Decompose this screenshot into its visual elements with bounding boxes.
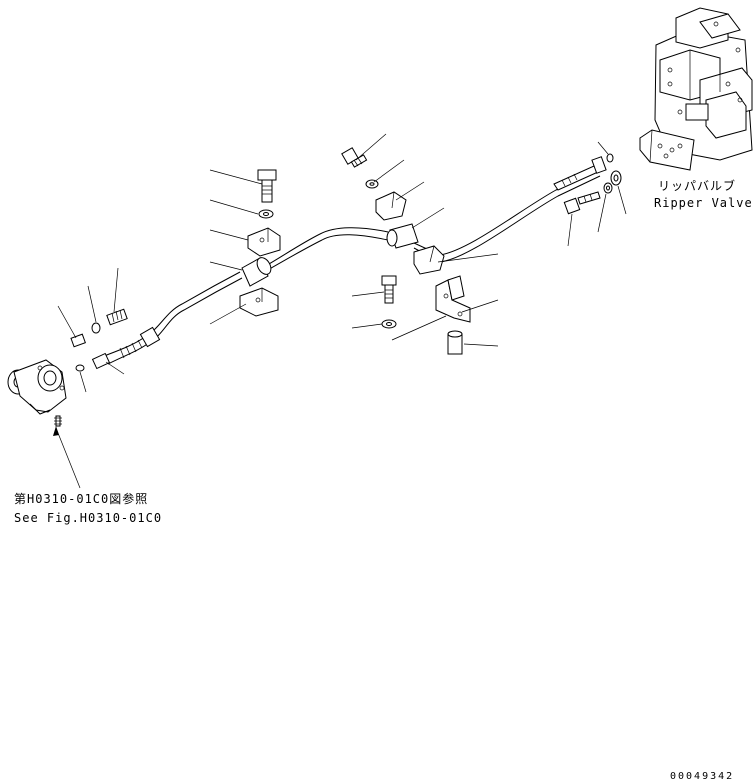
clamp-half-upper-1	[247, 227, 281, 257]
washer-valve	[603, 182, 613, 194]
washer-3	[381, 319, 397, 329]
small-clamp-bolt	[70, 308, 128, 348]
bolt-3	[381, 275, 397, 304]
tube-end-fitting	[75, 352, 111, 372]
flange-bolt-long	[553, 156, 607, 191]
bracket	[435, 275, 471, 323]
spacer-collar	[447, 330, 463, 355]
reference-label-en: See Fig.H0310-01C0	[14, 511, 162, 525]
elbow-flange	[7, 359, 67, 415]
clamp-bolt-2	[341, 147, 368, 168]
drawing-code: 00049342	[670, 771, 734, 782]
clamp-bolt-1	[257, 169, 277, 203]
ripper-valve-label-en: Ripper Valve	[654, 196, 753, 210]
clamp-half-lower-1	[239, 287, 279, 317]
hydraulic-tube	[103, 169, 601, 365]
grommet-2	[386, 223, 419, 249]
reference-label-jp: 第H0310-01C0図参照	[14, 491, 148, 506]
mounting-bolt-vertical	[54, 415, 62, 427]
clamp-half-lower-2	[413, 245, 445, 275]
split-flange	[610, 170, 622, 186]
bolt-valve-short	[563, 191, 601, 215]
washer-1	[258, 209, 274, 219]
grommet-1	[241, 257, 272, 287]
ripper-valve-assembly	[639, 7, 753, 171]
ripper-valve-label-jp: リッパバルブ	[658, 178, 736, 193]
clamp-half-upper-2	[375, 191, 407, 221]
washer-2	[365, 179, 379, 189]
o-ring-valve	[606, 153, 614, 163]
leader-lines	[53, 133, 627, 489]
